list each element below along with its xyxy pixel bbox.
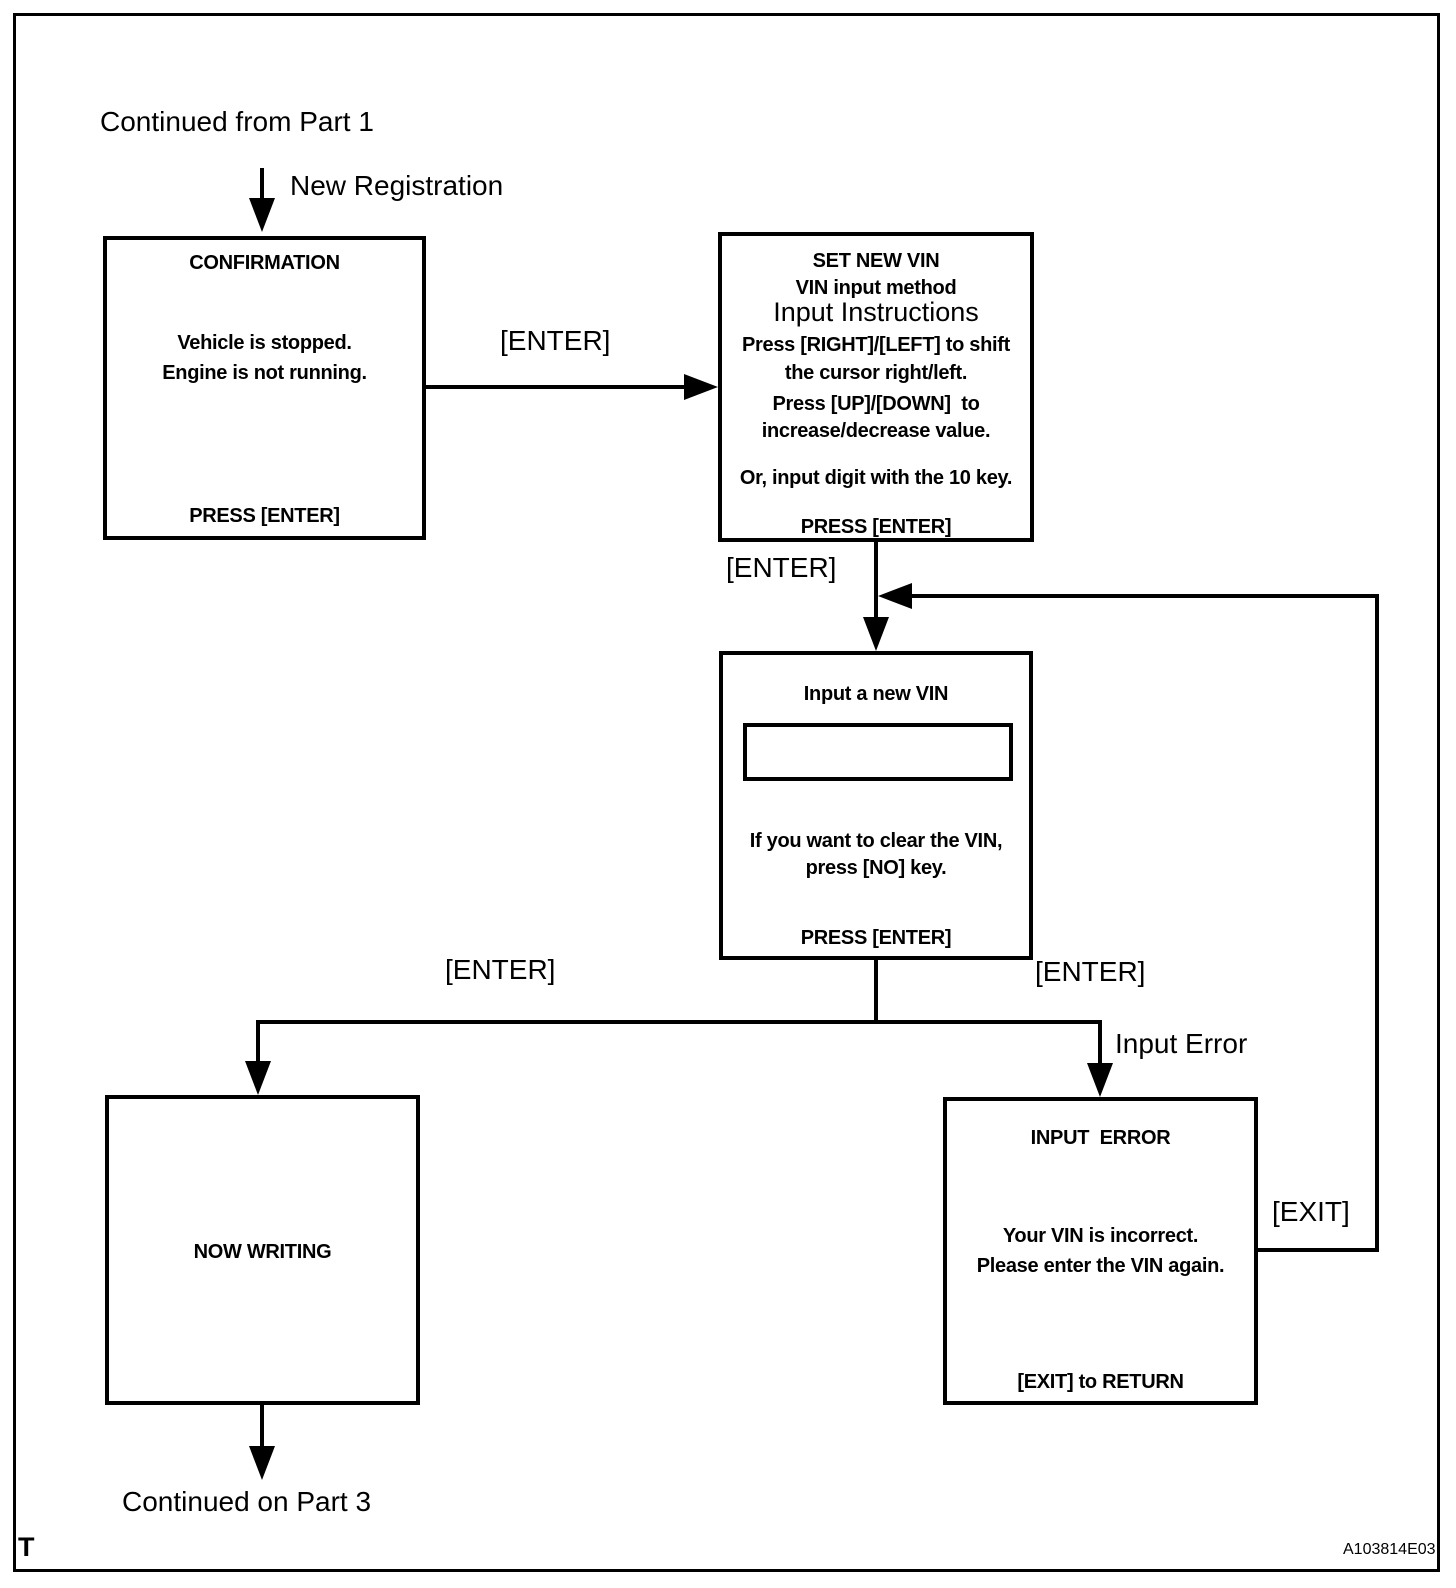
figure-id: A103814E03 — [1343, 1541, 1436, 1558]
screen-text-line: the cursor right/left. — [784, 362, 968, 384]
screen-footer-prompt: PRESS [ENTER] — [800, 516, 952, 538]
screen-title: CONFIRMATION — [189, 252, 340, 274]
flow-connector — [256, 1020, 1102, 1024]
flow-connector — [1375, 594, 1379, 1252]
arrowhead-down-icon — [863, 617, 889, 651]
screen-title: INPUT ERROR — [1030, 1127, 1171, 1149]
screen-text-line: increase/decrease value. — [761, 420, 991, 442]
arrowhead-left-icon — [878, 583, 912, 609]
arrowhead-down-icon — [249, 198, 275, 232]
flow-connector — [256, 1020, 260, 1065]
confirmation-screen-box: CONFIRMATION Vehicle is stopped. Engine … — [103, 236, 426, 540]
screen-text-line: Or, input digit with the 10 key. — [739, 467, 1013, 489]
screen-footer-prompt: [EXIT] to RETURN — [1017, 1371, 1184, 1393]
screen-text-line: If you want to clear the VIN, — [749, 830, 1003, 852]
screen-section-heading: Input Instructions — [773, 297, 979, 327]
input-error-screen-box: INPUT ERROR Your VIN is incorrect. Pleas… — [943, 1097, 1258, 1405]
enter-label-4: [ENTER] — [1035, 956, 1146, 987]
enter-label-3: [ENTER] — [445, 954, 556, 985]
screen-footer-prompt: PRESS [ENTER] — [800, 927, 952, 949]
screen-text-line: Press [UP]/[DOWN] to — [772, 393, 980, 415]
flow-connector — [908, 594, 1379, 598]
flow-connector — [1098, 1020, 1102, 1067]
flow-connector — [874, 960, 878, 1024]
arrowhead-down-icon — [1087, 1063, 1113, 1097]
footer-mark: T — [18, 1532, 35, 1562]
set-new-vin-screen-box: SET NEW VIN VIN input method Input Instr… — [718, 232, 1034, 542]
continued-from-part1-label: Continued from Part 1 — [100, 106, 374, 137]
screen-title: SET NEW VIN — [812, 250, 940, 272]
screen-text-line: Engine is not running. — [162, 362, 367, 384]
arrowhead-down-icon — [245, 1061, 271, 1095]
vin-input-field — [743, 723, 1013, 781]
arrowhead-right-icon — [684, 374, 718, 400]
input-new-vin-screen-box: Input a new VIN If you want to clear the… — [719, 651, 1033, 960]
flow-connector — [260, 1405, 264, 1453]
flow-connector — [874, 542, 878, 622]
screen-text-line: Press [RIGHT]/[LEFT] to shift — [742, 334, 1010, 356]
now-writing-screen-box: NOW WRITING — [105, 1095, 420, 1405]
screen-text-line: Please enter the VIN again. — [976, 1255, 1225, 1277]
enter-label-1: [ENTER] — [500, 325, 611, 356]
screen-footer-prompt: PRESS [ENTER] — [189, 505, 340, 527]
screen-title: NOW WRITING — [193, 1241, 332, 1263]
enter-label-2: [ENTER] — [726, 552, 837, 583]
page-border — [13, 13, 1440, 1572]
screen-text-line: press [NO] key. — [805, 857, 947, 879]
flow-connector — [260, 168, 264, 206]
screen-text-line: Your VIN is incorrect. — [1002, 1225, 1199, 1247]
new-registration-label: New Registration — [290, 170, 504, 201]
flow-connector — [426, 385, 688, 389]
flow-connector — [1258, 1248, 1379, 1252]
input-error-branch-label: Input Error — [1115, 1028, 1248, 1059]
screen-text-line: Vehicle is stopped. — [177, 332, 352, 354]
screen-subtitle: VIN input method — [795, 277, 957, 299]
continued-on-part3-label: Continued on Part 3 — [122, 1486, 372, 1517]
exit-label: [EXIT] — [1272, 1196, 1350, 1227]
screen-title: Input a new VIN — [803, 683, 949, 705]
arrowhead-down-icon — [249, 1446, 275, 1480]
